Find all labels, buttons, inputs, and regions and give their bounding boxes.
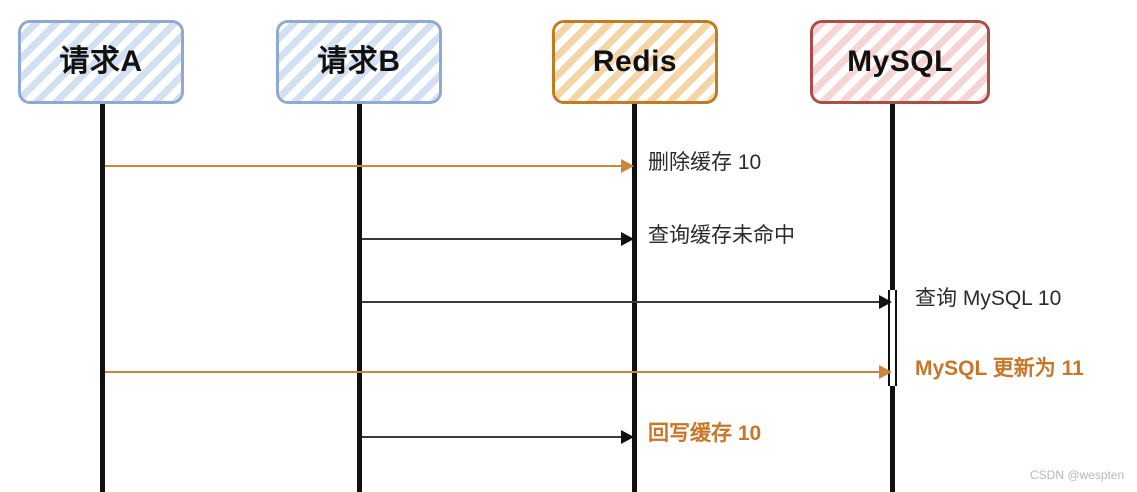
message-arrow-head-3 (879, 295, 892, 309)
participant-mysql[interactable]: MySQL (810, 20, 990, 104)
lifeline-request-a (100, 102, 105, 492)
message-label-5: 回写缓存 10 (648, 422, 762, 445)
participant-label-request-b: 请求B (317, 45, 401, 78)
message-arrow-line-1 (105, 165, 623, 167)
hatch-pattern-request-b (279, 23, 439, 101)
message-label-4: MySQL 更新为 11 (915, 357, 1084, 380)
participant-label-request-a: 请求A (59, 45, 143, 78)
activation-bar-mysql (888, 290, 897, 386)
message-arrow-line-5 (362, 436, 623, 438)
watermark-csdn: CSDN @wespten (1030, 468, 1125, 482)
message-arrow-line-2 (362, 238, 623, 240)
participant-label-redis: Redis (592, 45, 678, 78)
participant-redis[interactable]: Redis (552, 20, 718, 104)
message-label-2: 查询缓存未命中 (648, 224, 795, 247)
hatch-pattern-redis (555, 23, 715, 101)
message-arrow-head-1 (621, 159, 634, 173)
message-label-1: 删除缓存 10 (648, 151, 762, 174)
message-arrow-line-3 (362, 301, 881, 303)
lifeline-request-b (357, 102, 362, 492)
lifeline-redis (632, 102, 637, 492)
message-arrow-head-2 (621, 232, 634, 246)
message-arrow-head-4 (879, 365, 892, 379)
message-arrow-head-5 (621, 430, 634, 444)
participant-request-a[interactable]: 请求A (18, 20, 184, 104)
message-arrow-line-4 (105, 371, 881, 373)
hatch-pattern-request-a (21, 23, 181, 101)
hatch-pattern-mysql (813, 23, 987, 101)
message-label-3: 查询 MySQL 10 (915, 287, 1062, 310)
participant-request-b[interactable]: 请求B (276, 20, 442, 104)
participant-label-mysql: MySQL (847, 45, 953, 78)
